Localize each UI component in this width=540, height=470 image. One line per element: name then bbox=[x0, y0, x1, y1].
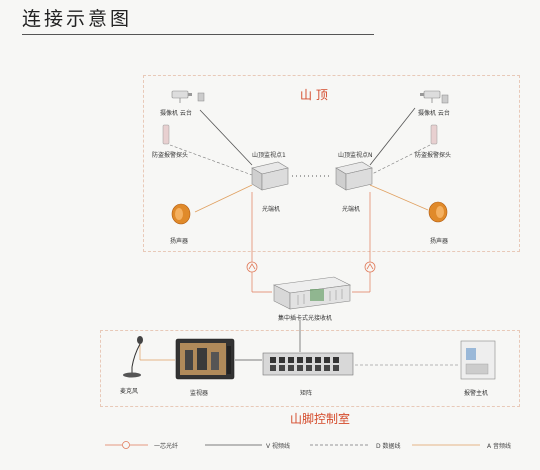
point-right-label: 山顶监视点N bbox=[338, 152, 373, 159]
control-room-title: 山脚控制室 bbox=[290, 412, 351, 426]
detector-right-icon bbox=[430, 124, 438, 145]
monitor-icon bbox=[175, 338, 235, 380]
matrix-icon bbox=[262, 352, 354, 376]
speaker-left-icon bbox=[171, 203, 191, 225]
speaker-right-icon bbox=[428, 201, 448, 223]
transceiver-left-icon bbox=[251, 161, 289, 191]
camera-right-label: 摄像机 云台 bbox=[418, 110, 450, 117]
speaker-right-label: 扬声器 bbox=[430, 238, 449, 245]
detector-left-icon bbox=[162, 124, 170, 145]
legend-fiber: 一芯光纤 bbox=[154, 443, 179, 450]
speaker-left-label: 扬声器 bbox=[170, 238, 189, 245]
transceiver-right-label: 光端机 bbox=[342, 206, 361, 213]
camera-right-icon bbox=[420, 90, 441, 103]
alarm-host-label: 报警主机 bbox=[464, 390, 489, 397]
legend-data: D 数据线 bbox=[376, 443, 401, 450]
transceiver-left-label: 光端机 bbox=[262, 206, 281, 213]
control-room-region bbox=[100, 330, 520, 407]
detector-left-label: 防盗报警探头 bbox=[152, 152, 189, 159]
microphone-icon bbox=[123, 336, 143, 378]
point-left-label: 山顶监视点1 bbox=[252, 152, 286, 159]
transceiver-right-icon bbox=[335, 161, 373, 191]
detector-right-label: 防盗报警探头 bbox=[415, 152, 452, 159]
camera-left-label: 摄像机 云台 bbox=[160, 110, 192, 117]
pan-tilt-left-icon bbox=[197, 92, 205, 102]
title-underline bbox=[22, 34, 374, 35]
receiver-rack-icon bbox=[272, 276, 352, 310]
alarm-host-icon bbox=[460, 340, 496, 380]
page-title: 连接示意图 bbox=[22, 8, 133, 30]
legend-audio: A 音频线 bbox=[487, 443, 512, 450]
pan-tilt-right-icon bbox=[441, 94, 449, 104]
receiver-label: 集中插卡式光接收机 bbox=[278, 315, 333, 322]
legend-video: V 视频线 bbox=[266, 443, 291, 450]
monitor-label: 监视器 bbox=[190, 390, 209, 397]
mountain-top-region bbox=[143, 75, 520, 252]
microphone-label: 麦克风 bbox=[120, 388, 139, 395]
matrix-label: 矩阵 bbox=[300, 390, 313, 397]
mountain-top-title: 山 顶 bbox=[300, 88, 328, 102]
camera-left-icon bbox=[171, 90, 192, 103]
